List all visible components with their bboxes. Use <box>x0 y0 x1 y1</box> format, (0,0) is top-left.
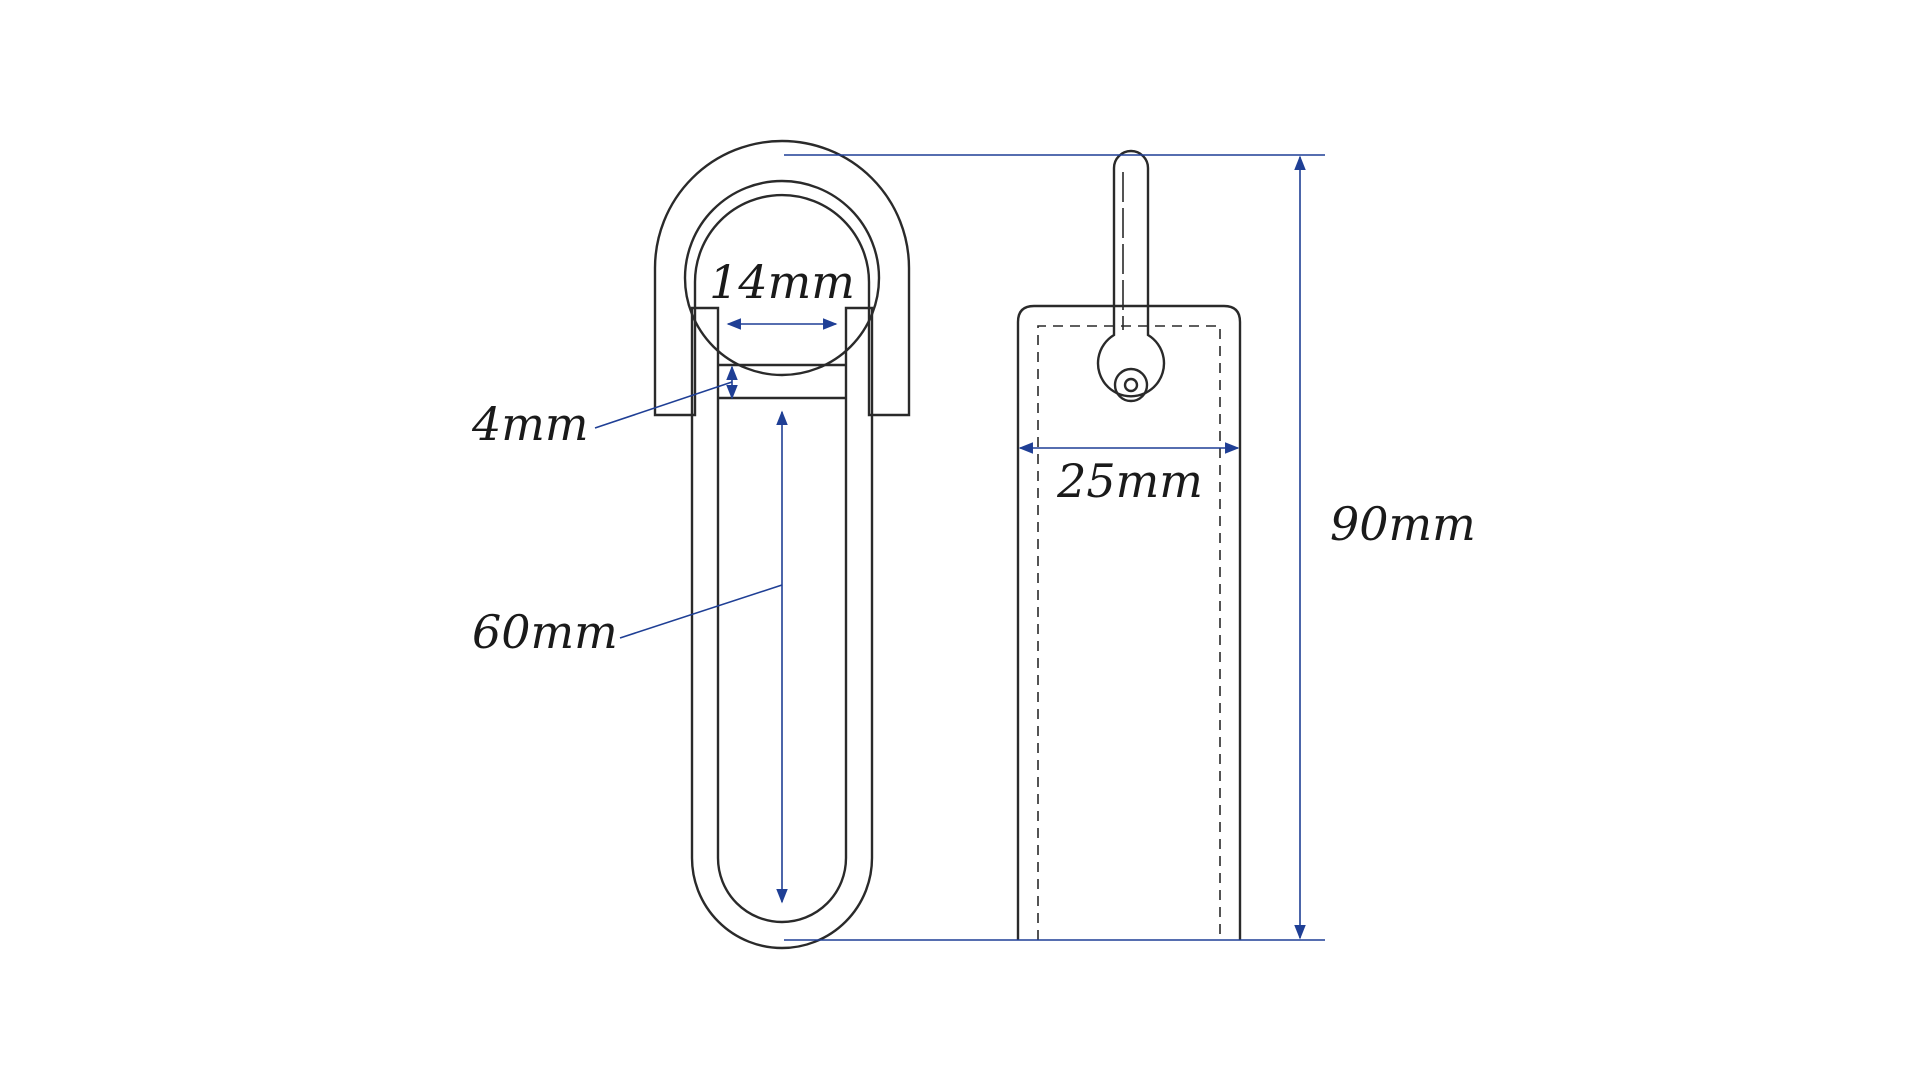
dimension-strap-width: 25mm <box>1018 442 1240 508</box>
label-25mm: 25mm <box>1056 454 1203 508</box>
strap-body <box>1016 304 1242 940</box>
dimension-loop-length: 60mm <box>472 410 788 904</box>
label-60mm: 60mm <box>472 605 618 659</box>
label-14mm: 14mm <box>709 255 855 309</box>
d-ring-outer <box>653 139 911 417</box>
rivet-inner <box>1123 377 1139 393</box>
strap-front-view <box>1016 149 1242 940</box>
rivet-outer <box>1113 367 1149 403</box>
loop-outer <box>690 306 874 950</box>
dimension-bar-thickness: 4mm <box>471 365 738 451</box>
dimension-ring-inner-width: 14mm <box>709 255 855 330</box>
label-90mm: 90mm <box>1330 497 1476 551</box>
d-ring-inner-circle <box>683 179 881 377</box>
hanging-tab <box>1096 149 1166 398</box>
d-ring-loop-side-view <box>653 139 911 950</box>
label-4mm: 4mm <box>471 397 589 451</box>
strap-stitching <box>1037 325 1221 940</box>
dimension-overall-height: 90mm <box>784 154 1476 941</box>
